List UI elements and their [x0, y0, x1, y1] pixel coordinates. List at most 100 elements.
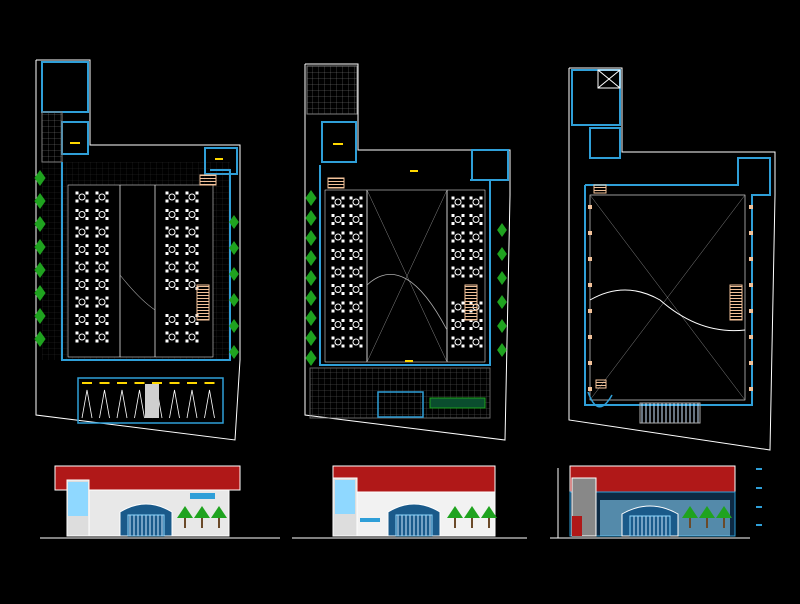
plan1-parking-stalls — [81, 382, 215, 419]
table-cluster-icon — [349, 336, 363, 348]
tree-icon — [305, 330, 317, 346]
tree-icon — [34, 216, 46, 232]
plan2-entrance-plaza — [309, 367, 491, 419]
table-cluster-icon — [185, 226, 199, 238]
tree-icon — [229, 241, 239, 255]
table-cluster-icon — [469, 249, 483, 260]
tree-icon — [34, 331, 46, 347]
tree-icon — [305, 190, 317, 206]
tree-icon — [305, 230, 317, 246]
column-post — [749, 361, 753, 365]
plan1-hall — [67, 184, 214, 358]
column-post — [588, 283, 592, 287]
plan1-parking-area — [77, 377, 224, 424]
plan3-curve — [589, 289, 746, 332]
plan3-core — [571, 69, 621, 126]
table-cluster-icon — [349, 266, 363, 278]
column-post — [588, 257, 592, 261]
tree-icon — [34, 193, 46, 209]
column-post — [588, 335, 592, 339]
section-elevation — [550, 465, 762, 539]
table-cluster-icon — [75, 209, 89, 220]
tree-icon — [682, 506, 698, 528]
table-cluster-icon — [331, 319, 345, 330]
tree-icon — [34, 285, 46, 301]
elev2-door-icon — [395, 514, 433, 537]
ground-floor-plan — [34, 59, 241, 441]
table-cluster-icon — [331, 214, 345, 225]
column-post — [749, 283, 753, 287]
plan1-trees-right — [229, 215, 239, 359]
parking-stall-icon — [169, 382, 180, 419]
table-cluster-icon — [95, 191, 109, 203]
plan2-label-mark-2 — [410, 170, 418, 172]
table-cluster-icon — [469, 231, 483, 243]
tree-icon — [481, 506, 497, 528]
column-post — [588, 309, 592, 313]
table-cluster-icon — [165, 261, 179, 273]
parking-stall-icon — [116, 382, 128, 419]
table-cluster-icon — [451, 336, 465, 348]
tree-icon — [229, 293, 239, 307]
elev2-ramp — [360, 518, 380, 522]
table-cluster-icon — [331, 301, 345, 313]
plan2-label-mark — [333, 143, 343, 145]
table-cluster-icon — [185, 244, 199, 255]
table-cluster-icon — [349, 319, 363, 330]
parked-car — [145, 384, 159, 418]
table-cluster-icon — [185, 209, 199, 220]
table-cluster-icon — [75, 261, 89, 273]
tree-icon — [229, 215, 239, 229]
plan3-stair-icon — [729, 284, 743, 321]
elev1-trees — [177, 506, 227, 528]
plan2-diag-b — [366, 189, 448, 363]
table-cluster-icon — [331, 196, 345, 208]
tree-icon — [34, 262, 46, 278]
table-cluster-icon — [349, 214, 363, 225]
elev3-door-icon — [629, 515, 671, 537]
table-cluster-icon — [451, 214, 465, 225]
table-cluster-icon — [185, 331, 199, 343]
parking-stall-icon — [99, 382, 110, 419]
plan2-trees-right — [497, 223, 507, 357]
level-mark — [756, 524, 762, 526]
elev1-vent-row — [190, 493, 215, 499]
plan2-water-feature — [429, 397, 486, 409]
column-post — [749, 231, 753, 235]
tree-icon — [305, 210, 317, 226]
table-cluster-icon — [75, 226, 89, 238]
table-cluster-icon — [349, 301, 363, 313]
table-cluster-icon — [349, 284, 363, 295]
tree-icon — [34, 308, 46, 324]
table-cluster-icon — [331, 266, 345, 278]
tree-icon — [177, 506, 193, 528]
plan3-roof — [589, 194, 746, 401]
plan2-table-groups — [331, 196, 483, 348]
column-post — [749, 205, 753, 209]
plan1-stair-core — [61, 121, 89, 155]
plan3-core-x2 — [597, 69, 621, 89]
tree-icon — [464, 506, 480, 528]
plan3-ramp — [587, 391, 613, 408]
plan1-service-core — [41, 61, 89, 113]
table-cluster-icon — [165, 191, 179, 203]
table-cluster-icon — [75, 244, 89, 255]
table-cluster-icon — [75, 191, 89, 203]
table-cluster-icon — [95, 296, 109, 308]
column-post — [588, 205, 592, 209]
column-post — [749, 335, 753, 339]
level-mark — [756, 468, 762, 470]
parking-stall-icon — [186, 382, 198, 419]
plan1-outline — [35, 59, 241, 441]
table-cluster-icon — [331, 231, 345, 243]
table-cluster-icon — [331, 284, 345, 295]
table-cluster-icon — [349, 196, 363, 208]
table-cluster-icon — [331, 336, 345, 348]
plan3-grille — [639, 402, 701, 424]
front-elevation-1 — [40, 465, 280, 539]
table-cluster-icon — [469, 196, 483, 208]
table-cluster-icon — [349, 231, 363, 243]
parking-stall-icon — [204, 382, 215, 419]
tree-icon — [305, 310, 317, 326]
plan3-outline — [568, 67, 776, 451]
